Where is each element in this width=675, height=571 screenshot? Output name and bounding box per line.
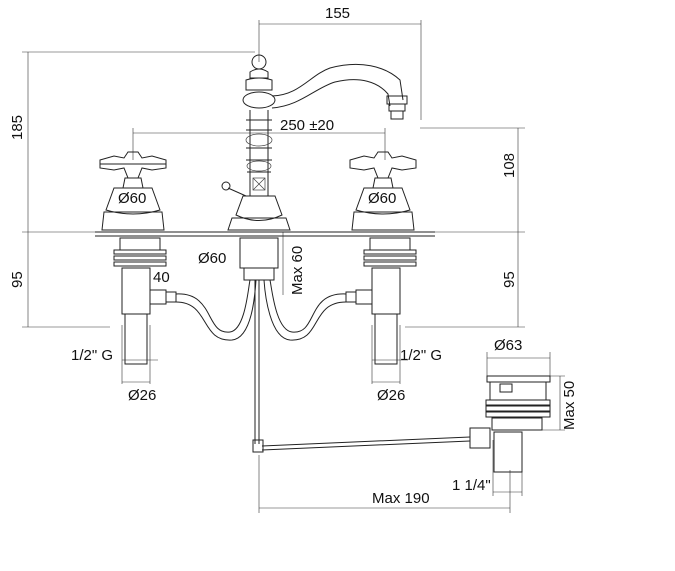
dim-left-pipe-dia: Ø26 [128,387,156,404]
dim-spout-height: 108 [501,153,518,178]
dim-max-thickness: Max 60 [289,246,306,295]
dim-waste-thread: 1 1/4" [452,477,491,494]
basin-deck [95,231,435,237]
dim-top-width: 155 [325,5,350,22]
dim-waste-height: Max 50 [561,381,578,430]
dimension-labels: 155 185 250 ±20 108 95 95 Ø60 Ø60 Ø60 Ma… [9,5,578,507]
dim-right-thread: 1/2" G [400,347,442,364]
popup-waste [469,375,551,473]
dim-waste-dia: Ø63 [494,337,522,354]
dim-left-thread: 1/2" G [71,347,113,364]
left-handle [99,151,167,231]
dim-rod-length: Max 190 [372,490,430,507]
spout [221,54,408,231]
dim-right-pipe-dia: Ø26 [377,387,405,404]
dim-left-offset: 40 [153,269,170,286]
dimension-lines [22,20,565,513]
connection-hoses [149,279,471,453]
dim-left-below: 95 [9,271,26,288]
under-deck-valves [113,237,417,365]
dim-center-base-dia: Ø60 [198,250,226,267]
right-handle [349,151,417,231]
dim-right-handle-dia: Ø60 [368,190,396,207]
dim-right-below: 95 [501,271,518,288]
dim-left-handle-dia: Ø60 [118,190,146,207]
dim-total-height: 185 [9,115,26,140]
dim-spacing: 250 ±20 [280,117,334,134]
